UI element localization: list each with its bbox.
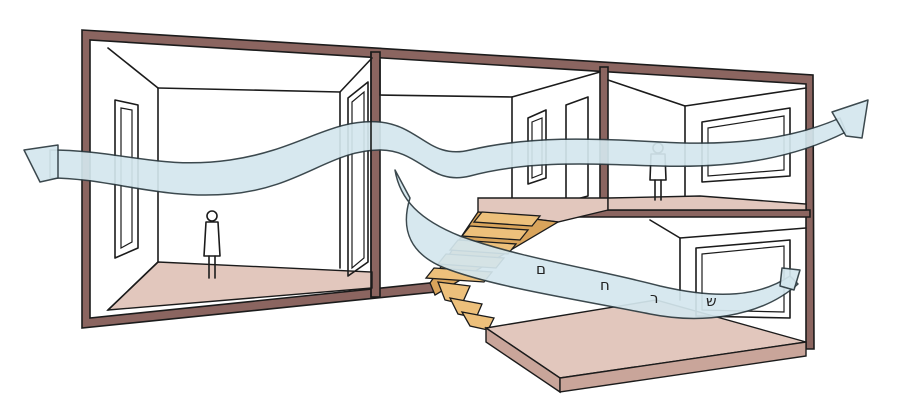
hall-door	[565, 96, 589, 203]
svg-text:ר: ר	[650, 289, 658, 307]
left-room	[106, 47, 373, 311]
airflow-arrow-right	[831, 99, 869, 139]
ribbon-marks: ם ח ר ש	[536, 260, 717, 310]
svg-text:ש: ש	[706, 292, 717, 310]
partition-wall-right	[599, 66, 609, 211]
partition-wall-left	[370, 51, 381, 298]
airflow-arrow-left	[23, 144, 59, 183]
svg-text:ם: ם	[536, 260, 546, 278]
person-figure-left	[203, 210, 221, 279]
left-room-door	[347, 81, 369, 277]
building-outer-wall	[81, 29, 815, 350]
svg-text:ח: ח	[600, 276, 610, 294]
upper-right-room	[607, 79, 807, 211]
lower-slab-edge-right	[559, 341, 807, 393]
airflow-ribbon-main	[23, 99, 869, 196]
left-window	[114, 99, 139, 259]
airflow-ribbon-lower	[394, 169, 801, 320]
airflow-arrow-lower	[779, 267, 801, 291]
